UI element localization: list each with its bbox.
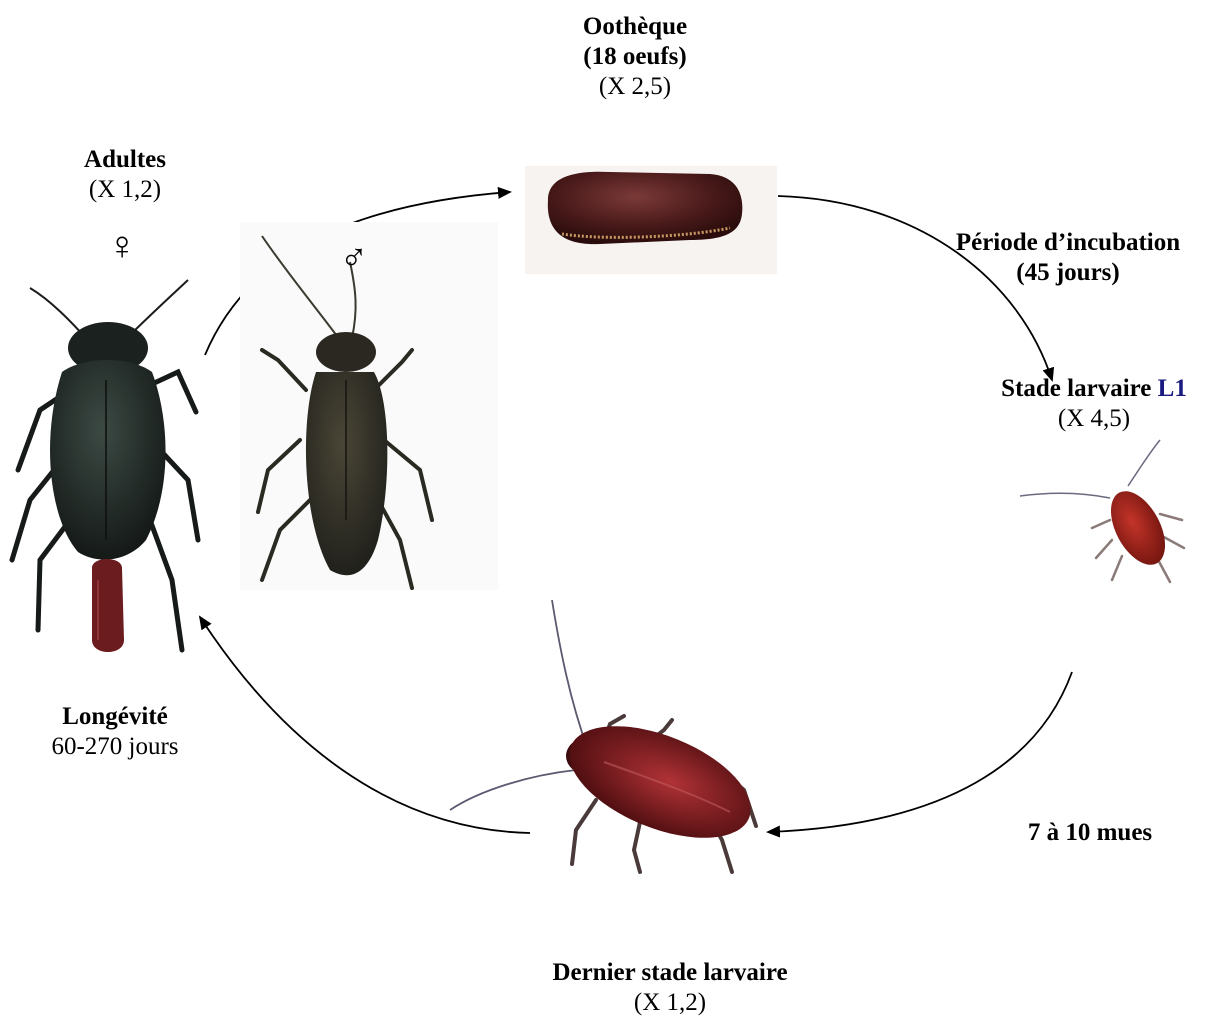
- molts-label: 7 à 10 mues: [990, 818, 1190, 848]
- l1-stage-title: Stade larvaire: [1001, 375, 1157, 402]
- female-adult-image: [12, 280, 198, 652]
- longevity-duration: 60-270 jours: [20, 732, 210, 762]
- incubation-duration: (45 jours): [918, 258, 1218, 288]
- last-instar-title: Dernier stade larvaire: [500, 958, 840, 988]
- arrow-ootheca-to-l1: [778, 196, 1052, 380]
- l1-stage-scale: (X 4,5): [970, 404, 1218, 434]
- ootheca-image: [525, 166, 777, 274]
- last-instar-label: Dernier stade larvaire (X 1,2): [500, 958, 840, 1018]
- ootheca-egg-count: (18 oeufs): [565, 42, 705, 72]
- ootheca-title: Oothèque: [565, 12, 705, 42]
- molts-count: 7 à 10 mues: [990, 818, 1190, 848]
- last-instar-scale: (X 1,2): [500, 988, 840, 1018]
- adults-title: Adultes: [55, 145, 195, 175]
- incubation-title: Période d’incubation: [918, 228, 1218, 258]
- l1-nymph-image: [1020, 440, 1184, 582]
- ootheca-label: Oothèque (18 oeufs) (X 2,5): [565, 12, 705, 102]
- longevity-label: Longévité 60-270 jours: [20, 702, 210, 762]
- arrow-l1-to-last-instar: [768, 672, 1072, 832]
- ootheca-scale: (X 2,5): [565, 72, 705, 102]
- l1-stage-code: L1: [1158, 375, 1187, 402]
- incubation-label: Période d’incubation (45 jours): [918, 228, 1218, 288]
- adults-scale: (X 1,2): [55, 175, 195, 205]
- arrow-last-instar-to-adults: [200, 617, 530, 833]
- longevity-title: Longévité: [20, 702, 210, 732]
- l1-stage-label: Stade larvaire L1 (X 4,5): [970, 374, 1218, 434]
- female-symbol-icon: ♀: [100, 224, 144, 268]
- adults-label: Adultes (X 1,2): [55, 145, 195, 205]
- male-symbol-icon: ♂: [332, 236, 376, 280]
